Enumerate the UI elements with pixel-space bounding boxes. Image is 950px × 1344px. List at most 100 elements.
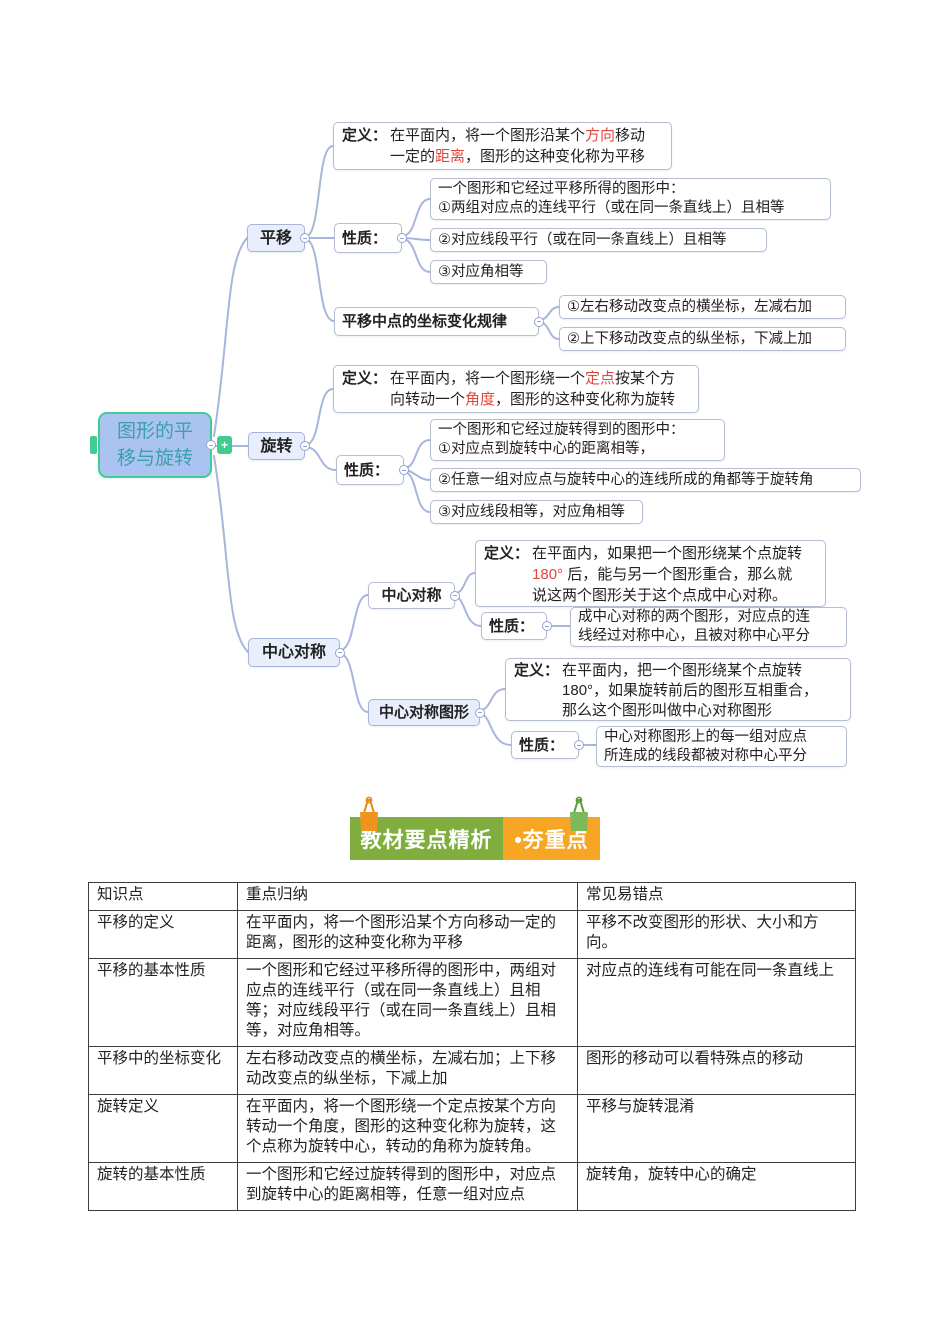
table-cell: 平移的基本性质	[88, 958, 238, 1047]
table-row: 旋转定义在平面内，将一个图形绕一个定点按某个方向转动一个角度，图形的这种变化称为…	[88, 1094, 856, 1163]
duichen-definition-box[interactable]: 定义： 在平面内，如果把一个图形绕某个点旋转 180° 后，能与另一个图形重合，…	[475, 540, 826, 607]
collapse-button[interactable]	[300, 233, 310, 243]
highlight-text: 方向	[585, 127, 616, 144]
banner-right-text: •夯重点	[514, 828, 589, 852]
highlight-text: 180°	[532, 566, 564, 583]
mindmap: 图形的平 移与旋转 + 平移 定义： 在平面内，将一个图形沿某个方向移动 一定的…	[90, 122, 861, 767]
property-text: 一个图形和它经过平移所得的图形中： ①两组对应点的连线平行（或在同一条直线上）且…	[438, 181, 785, 216]
rule-text: ①左右移动改变点的横坐标，左减右加	[567, 298, 812, 315]
xuanzhuan-definition-box[interactable]: 定义： 在平面内，将一个图形绕一个定点按某个方 向转动一个角度，图形的这种变化称…	[333, 365, 699, 413]
property-text: ②对应线段平行（或在同一条直线上）且相等	[438, 231, 727, 248]
table-cell: 旋转定义	[88, 1094, 238, 1163]
table-cell: 平移不改变图形的形状、大小和方向。	[577, 910, 856, 959]
xuanzhuan-property-2[interactable]: ②任意一组对应点与旋转中心的连线所成的角都等于旋转角	[430, 468, 861, 492]
root-node-label: 图形的平 移与旋转	[116, 421, 193, 469]
pingyi-properties-node[interactable]: 性质：	[334, 223, 407, 253]
node-duichen[interactable]: 中心对称	[248, 638, 345, 667]
properties-label: 性质：	[342, 229, 388, 247]
table-header-cell: 重点归纳	[237, 882, 578, 911]
collapse-button[interactable]	[574, 740, 584, 750]
property-text: 一个图形和它经过旋转得到的图形中： ①对应点到旋转中心的距离相等，	[438, 422, 685, 457]
pingyi-property-1[interactable]: 一个图形和它经过平移所得的图形中： ①两组对应点的连线平行（或在同一条直线上）且…	[430, 178, 831, 220]
duichen-properties-node[interactable]: 性质：	[481, 612, 552, 640]
collapse-button[interactable]	[300, 441, 310, 451]
properties-label: 性质：	[489, 617, 535, 635]
root-collapse-button[interactable]	[206, 440, 216, 450]
pingyi-property-3[interactable]: ③对应角相等	[430, 260, 547, 284]
table-header-cell: 常见易错点	[577, 882, 856, 911]
coordinate-rule-2[interactable]: ②上下移动改变点的纵坐标，下减上加	[559, 327, 846, 351]
pingyi-definition-box[interactable]: 定义： 在平面内，将一个图形沿某个方向移动 一定的距离，图形的这种变化称为平移	[333, 122, 672, 170]
highlight-text: 距离	[435, 148, 466, 165]
node-xuanzhuan[interactable]: 旋转	[248, 432, 310, 460]
definition-label: 定义：	[342, 127, 388, 144]
table-cell: 平移中的坐标变化	[88, 1046, 238, 1095]
pingyi-property-2[interactable]: ②对应线段平行（或在同一条直线上）且相等	[430, 228, 767, 252]
table-header-cell: 知识点	[88, 882, 238, 911]
definition-text: 在平面内，将一个图形绕一个定点按某个方 向转动一个角度，图形的这种变化称为旋转	[390, 370, 676, 408]
pingyi-coordinate-rule-node[interactable]: 平移中点的坐标变化规律	[334, 307, 544, 336]
property-text: 中心对称图形上的每一组对应点 所连成的线段都被对称中心平分	[604, 728, 807, 764]
binder-clip-icon	[570, 796, 588, 831]
binder-clip-icon	[360, 796, 378, 831]
root-add-button[interactable]: +	[217, 436, 232, 454]
banner-left-text: 教材要点精析	[360, 828, 493, 852]
root-node[interactable]: 图形的平 移与旋转 +	[90, 412, 232, 478]
collapse-button[interactable]	[399, 465, 409, 475]
definition-text: 在平面内，把一个图形绕某个点旋转 180°，如果旋转前后的图形互相重合， 那么这…	[562, 662, 819, 719]
node-xuanzhuan-label: 旋转	[260, 437, 293, 455]
duichen-tuxing-definition-box[interactable]: 定义： 在平面内，把一个图形绕某个点旋转 180°，如果旋转前后的图形互相重合，…	[505, 658, 851, 721]
table-cell: 平移的定义	[88, 910, 238, 959]
property-text: ③对应角相等	[438, 263, 524, 280]
collapse-button[interactable]	[450, 590, 460, 601]
table-row: 平移的定义在平面内，将一个图形沿某个方向移动一定的距离，图形的这种变化称为平移平…	[88, 910, 856, 959]
node-label: 中心对称图形	[378, 704, 469, 721]
duichen-tuxing-property-text[interactable]: 中心对称图形上的每一组对应点 所连成的线段都被对称中心平分	[596, 726, 847, 767]
definition-label: 定义：	[514, 662, 560, 679]
duichen-tuxing-properties-node[interactable]: 性质：	[511, 731, 584, 759]
section-banner: 教材要点精析 •夯重点	[350, 796, 600, 860]
knowledge-table: 知识点重点归纳常见易错点平移的定义在平面内，将一个图形沿某个方向移动一定的距离，…	[88, 882, 856, 1211]
collapse-button[interactable]	[397, 233, 407, 243]
table-cell: 旋转角，旋转中心的确定	[577, 1162, 856, 1211]
definition-text: 在平面内，如果把一个图形绕某个点旋转 180° 后，能与另一个图形重合，那么就 …	[532, 545, 803, 604]
property-text: ③对应线段相等，对应角相等	[438, 503, 625, 520]
node-pingyi[interactable]: 平移	[247, 224, 310, 252]
properties-label: 性质：	[519, 736, 565, 754]
table-cell: 左右移动改变点的横坐标，左减右加；上下移动改变点的纵坐标，下减上加	[237, 1046, 578, 1095]
xuanzhuan-property-1[interactable]: 一个图形和它经过旋转得到的图形中： ①对应点到旋转中心的距离相等，	[430, 419, 725, 461]
duichen-property-text[interactable]: 成中心对称的两个图形，对应点的连 线经过对称中心，且被对称中心平分	[570, 607, 847, 647]
collapse-button[interactable]	[534, 316, 544, 327]
coordinate-rule-label: 平移中点的坐标变化规律	[342, 313, 508, 330]
collapse-button[interactable]	[335, 647, 345, 658]
properties-label: 性质：	[344, 461, 390, 479]
definition-label: 定义：	[342, 370, 388, 387]
node-pingyi-label: 平移	[259, 229, 292, 247]
table-cell: 对应点的连线有可能在同一条直线上	[577, 958, 856, 1047]
knowledge-table-section: 知识点重点归纳常见易错点平移的定义在平面内，将一个图形沿某个方向移动一定的距离，…	[88, 882, 856, 1211]
table-cell: 在平面内，将一个图形绕一个定点按某个方向转动一个角度，图形的这种变化称为旋转，这…	[237, 1094, 578, 1163]
collapse-button[interactable]	[475, 707, 485, 718]
node-duichen-sub1[interactable]: 中心对称	[368, 582, 460, 609]
definition-label: 定义：	[484, 545, 530, 562]
xuanzhuan-property-3[interactable]: ③对应线段相等，对应角相等	[430, 500, 643, 524]
highlight-text: 角度	[465, 391, 496, 408]
property-text: 成中心对称的两个图形，对应点的连 线经过对称中心，且被对称中心平分	[578, 609, 810, 644]
definition-text: 在平面内，将一个图形沿某个方向移动 一定的距离，图形的这种变化称为平移	[390, 127, 646, 165]
collapse-button[interactable]	[542, 621, 552, 631]
table-row: 旋转的基本性质一个图形和它经过旋转得到的图形中，对应点到旋转中心的距离相等，任意…	[88, 1162, 856, 1211]
table-row: 平移中的坐标变化左右移动改变点的横坐标，左减右加；上下移动改变点的纵坐标，下减上…	[88, 1046, 856, 1095]
table-cell: 一个图形和它经过平移所得的图形中，两组对应点的连线平行（或在同一条直线上）且相等…	[237, 958, 578, 1047]
table-cell: 平移与旋转混淆	[577, 1094, 856, 1163]
root-left-handle[interactable]	[90, 436, 97, 454]
coordinate-rule-1[interactable]: ①左右移动改变点的横坐标，左减右加	[559, 295, 846, 319]
node-duichen-tuxing[interactable]: 中心对称图形	[368, 699, 485, 726]
property-text: ②任意一组对应点与旋转中心的连线所成的角都等于旋转角	[438, 471, 814, 488]
table-cell: 旋转的基本性质	[88, 1162, 238, 1211]
xuanzhuan-properties-node[interactable]: 性质：	[336, 455, 409, 485]
rule-text: ②上下移动改变点的纵坐标，下减上加	[567, 330, 812, 347]
table-header-row: 知识点重点归纳常见易错点	[88, 882, 856, 911]
table-cell: 图形的移动可以看特殊点的移动	[577, 1046, 856, 1095]
node-duichen-label: 中心对称	[261, 644, 326, 661]
table-row: 平移的基本性质一个图形和它经过平移所得的图形中，两组对应点的连线平行（或在同一条…	[88, 958, 856, 1047]
